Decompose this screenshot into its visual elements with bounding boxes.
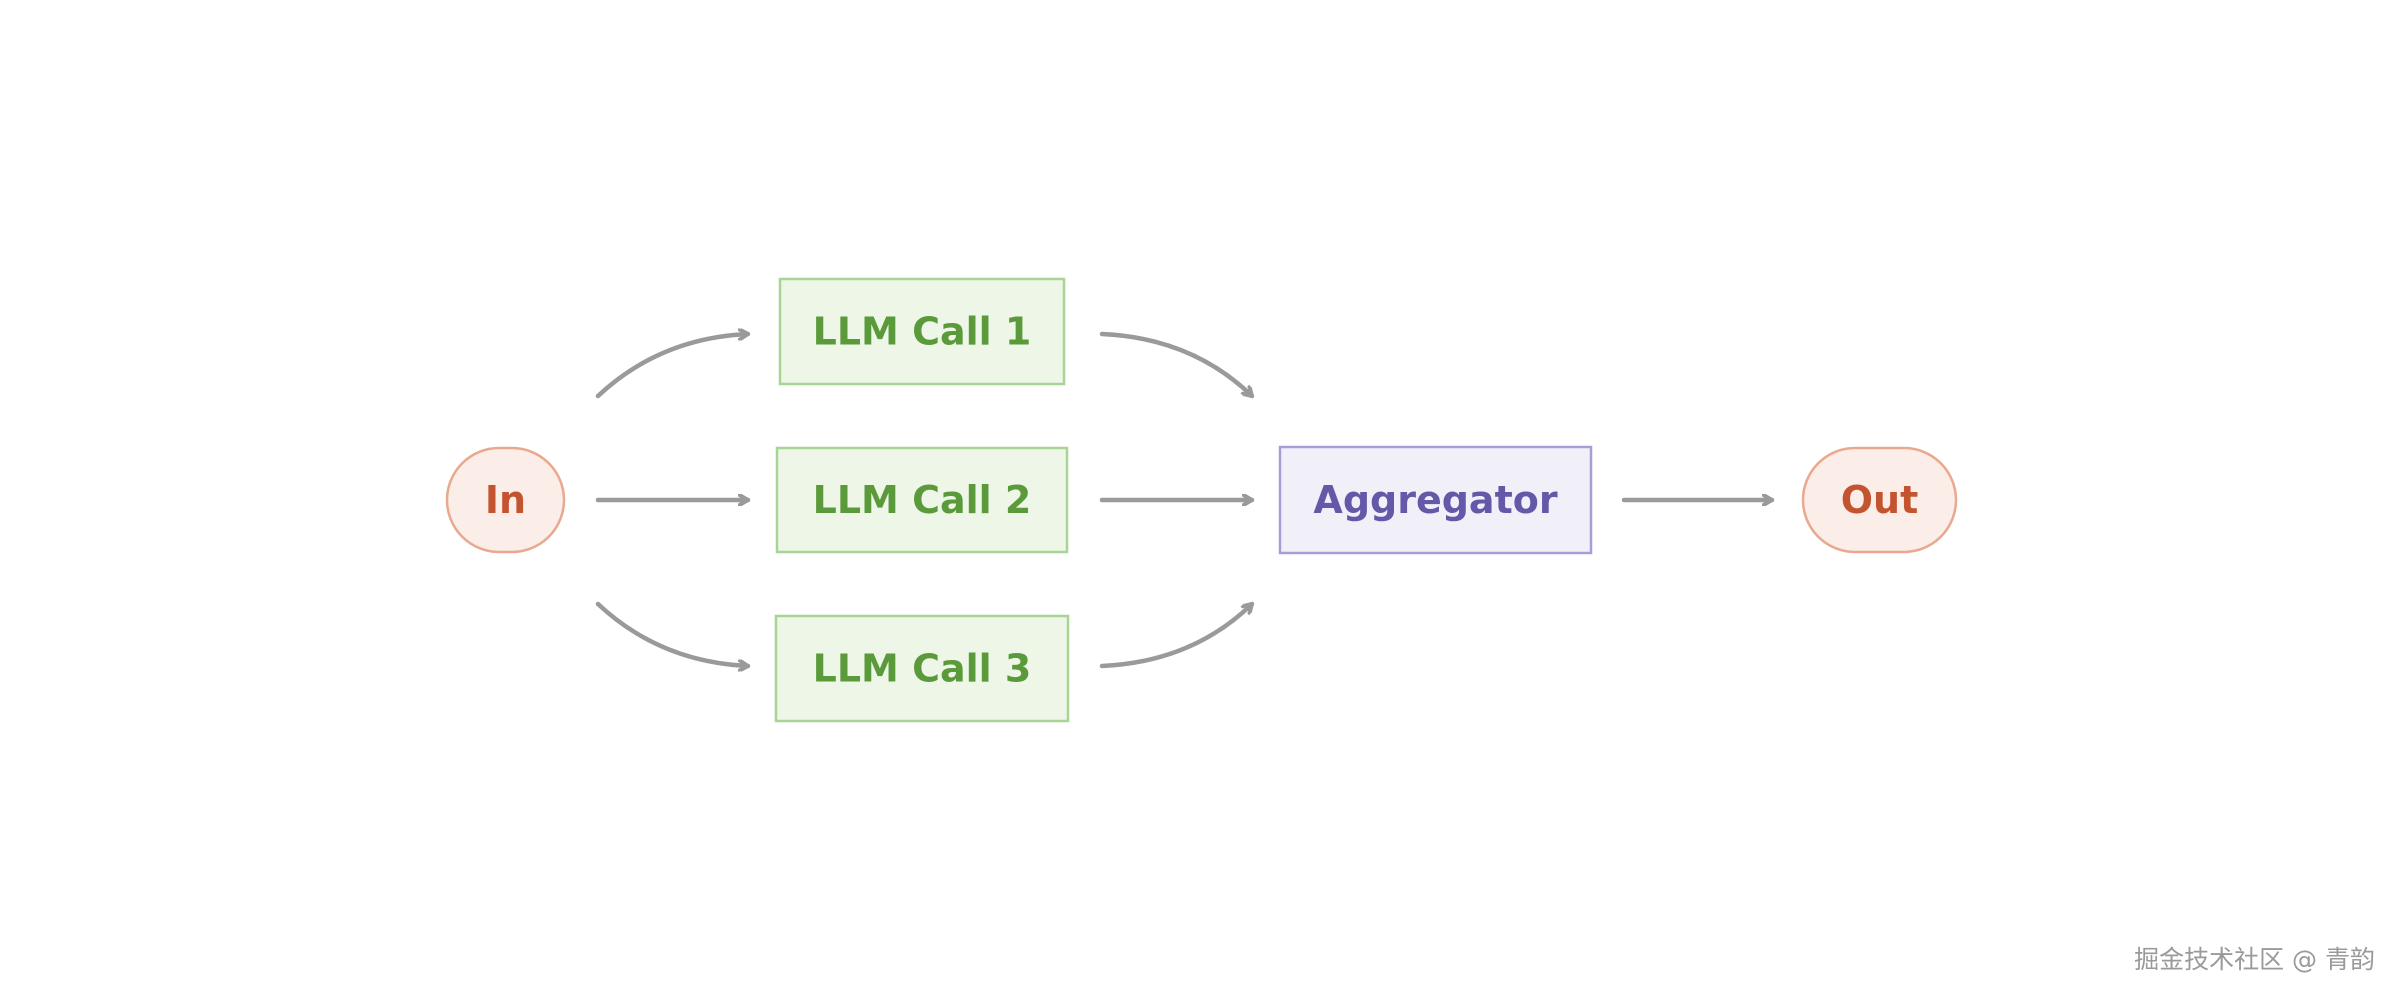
node-llm-call-2: LLM Call 2 <box>775 446 1069 554</box>
node-in-label: In <box>485 478 526 522</box>
node-out-label: Out <box>1841 478 1919 522</box>
node-out: Out <box>1801 446 1958 554</box>
edge-llm1-to-aggregator <box>1099 331 1255 399</box>
node-llm-call-3: LLM Call 3 <box>774 614 1070 723</box>
edge-in-to-llm3 <box>595 601 751 666</box>
node-in: In <box>445 446 566 554</box>
watermark: 掘金技术社区 @ 青韵 <box>2134 945 2375 974</box>
node-llm-call-3-label: LLM Call 3 <box>813 647 1032 691</box>
node-aggregator: Aggregator <box>1278 445 1593 555</box>
node-llm-call-2-label: LLM Call 2 <box>813 478 1032 522</box>
node-llm-call-1-label: LLM Call 1 <box>813 310 1032 354</box>
edges <box>595 331 1775 669</box>
node-aggregator-label: Aggregator <box>1313 478 1557 522</box>
node-llm-call-1: LLM Call 1 <box>778 277 1066 386</box>
edge-llm3-to-aggregator <box>1099 601 1255 669</box>
edge-in-to-llm1 <box>595 334 751 399</box>
